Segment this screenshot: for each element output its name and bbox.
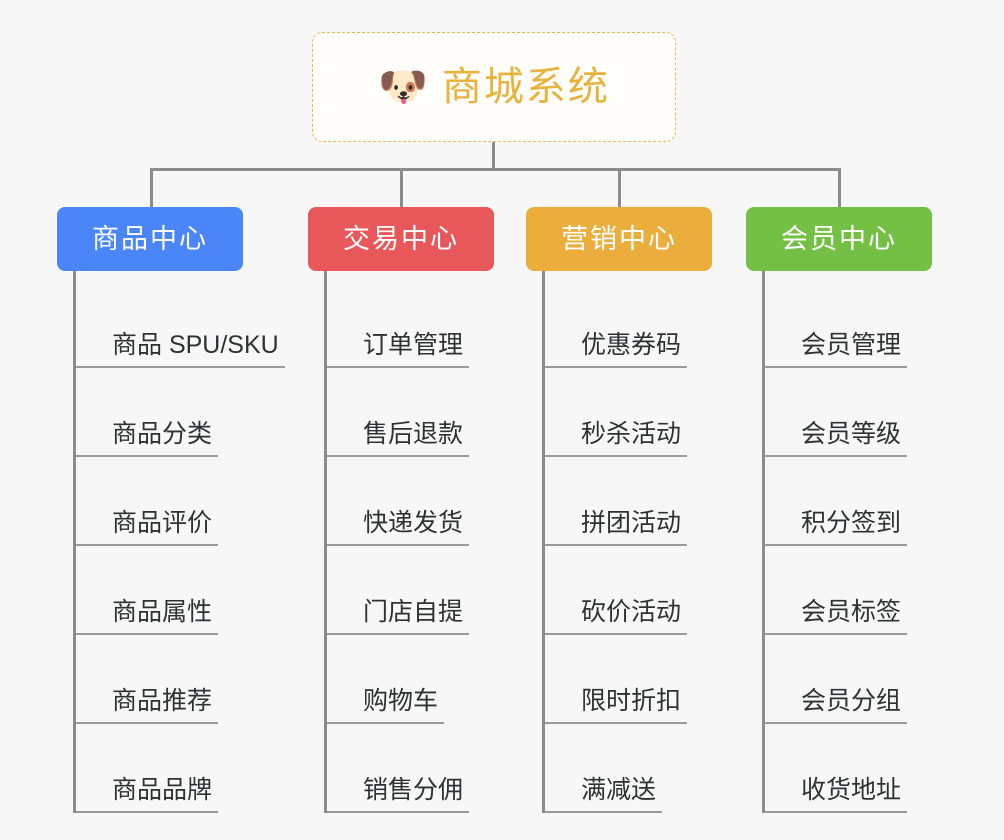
list-item-label: 商品评价: [106, 509, 219, 546]
list-item[interactable]: 砍价活动: [545, 546, 714, 635]
branch-header-member-center[interactable]: 会员中心: [746, 207, 932, 271]
list-item[interactable]: 积分签到: [765, 457, 934, 546]
connector-drop-2: [400, 168, 403, 207]
branch-header-marketing-center[interactable]: 营销中心: [526, 207, 712, 271]
list-item-label: 商品 SPU/SKU: [106, 331, 285, 368]
connector-root-stem: [492, 142, 495, 170]
list-item-label: 满减送: [575, 776, 663, 813]
branch-header-label: 会员中心: [781, 223, 897, 254]
list-item-label: 会员等级: [795, 420, 908, 457]
list-item-label: 积分签到: [795, 509, 908, 546]
list-item-label: 快递发货: [357, 509, 470, 546]
list-item-label: 商品分类: [106, 420, 219, 457]
list-item-label: 会员标签: [795, 598, 908, 635]
list-item[interactable]: 拼团活动: [545, 457, 714, 546]
list-item[interactable]: 会员标签: [765, 546, 934, 635]
root-node[interactable]: 🐶 商城系统: [312, 32, 676, 142]
list-item[interactable]: 销售分佣: [327, 724, 496, 813]
list-item[interactable]: 商品评价: [76, 457, 299, 546]
list-item-label: 优惠券码: [575, 331, 688, 368]
list-item-label: 商品推荐: [106, 687, 219, 724]
list-item-label: 购物车: [357, 687, 445, 724]
list-item[interactable]: 会员分组: [765, 635, 934, 724]
list-item[interactable]: 优惠券码: [545, 279, 714, 368]
branch-items-marketing-center: 优惠券码 秒杀活动 拼团活动 砍价活动 限时折扣 满减送: [542, 271, 714, 813]
list-item-label: 订单管理: [357, 331, 470, 368]
list-item-label: 砍价活动: [575, 598, 688, 635]
list-item[interactable]: 限时折扣: [545, 635, 714, 724]
branch-header-transaction-center[interactable]: 交易中心: [308, 207, 494, 271]
list-item-label: 会员管理: [795, 331, 908, 368]
list-item-label: 商品属性: [106, 598, 219, 635]
list-item-label: 售后退款: [357, 420, 470, 457]
root-title: 商城系统: [441, 65, 610, 109]
list-item-label: 销售分佣: [357, 776, 470, 813]
list-item[interactable]: 订单管理: [327, 279, 496, 368]
list-item-label: 会员分组: [795, 687, 908, 724]
list-item[interactable]: 商品 SPU/SKU: [76, 279, 299, 368]
list-item[interactable]: 满减送: [545, 724, 714, 813]
list-item[interactable]: 购物车: [327, 635, 496, 724]
list-item-label: 门店自提: [357, 598, 470, 635]
list-item[interactable]: 会员等级: [765, 368, 934, 457]
list-item-label: 商品品牌: [106, 776, 219, 813]
list-item[interactable]: 门店自提: [327, 546, 496, 635]
list-item-label: 收货地址: [795, 776, 908, 813]
list-item[interactable]: 会员管理: [765, 279, 934, 368]
list-item-label: 秒杀活动: [575, 420, 688, 457]
branch-items-product-center: 商品 SPU/SKU 商品分类 商品评价 商品属性 商品推荐 商品品牌: [73, 271, 299, 813]
branch-column-member-center: 会员中心 会员管理 会员等级 积分签到 会员标签 会员分组 收货地址: [746, 207, 934, 813]
branch-header-label: 营销中心: [561, 223, 677, 254]
list-item[interactable]: 商品品牌: [76, 724, 299, 813]
list-item[interactable]: 收货地址: [765, 724, 934, 813]
list-item-label: 拼团活动: [575, 509, 688, 546]
connector-drop-3: [618, 168, 621, 207]
branch-items-transaction-center: 订单管理 售后退款 快递发货 门店自提 购物车 销售分佣: [324, 271, 496, 813]
branch-header-label: 交易中心: [343, 223, 459, 254]
connector-drop-4: [838, 168, 841, 207]
list-item[interactable]: 商品属性: [76, 546, 299, 635]
branch-items-member-center: 会员管理 会员等级 积分签到 会员标签 会员分组 收货地址: [762, 271, 934, 813]
branch-column-marketing-center: 营销中心 优惠券码 秒杀活动 拼团活动 砍价活动 限时折扣 满减送: [526, 207, 714, 813]
list-item[interactable]: 秒杀活动: [545, 368, 714, 457]
dog-face-icon: 🐶: [378, 65, 428, 109]
connector-drop-1: [150, 168, 153, 207]
list-item-label: 限时折扣: [575, 687, 688, 724]
branch-column-transaction-center: 交易中心 订单管理 售后退款 快递发货 门店自提 购物车 销售分佣: [308, 207, 496, 813]
list-item[interactable]: 商品推荐: [76, 635, 299, 724]
list-item[interactable]: 商品分类: [76, 368, 299, 457]
list-item[interactable]: 快递发货: [327, 457, 496, 546]
branch-header-label: 商品中心: [92, 223, 208, 254]
branch-column-product-center: 商品中心 商品 SPU/SKU 商品分类 商品评价 商品属性 商品推荐 商品品牌: [57, 207, 299, 813]
connector-horizontal-bar: [150, 168, 840, 171]
branch-header-product-center[interactable]: 商品中心: [57, 207, 243, 271]
list-item[interactable]: 售后退款: [327, 368, 496, 457]
